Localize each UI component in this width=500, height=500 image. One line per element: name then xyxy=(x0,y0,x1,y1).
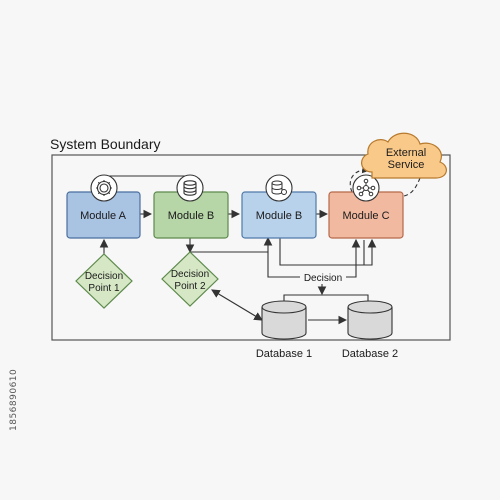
module-a-label: Module A xyxy=(80,210,127,222)
decision-point-2-line1: Decision xyxy=(171,269,209,280)
stock-id-label: 1856890610 xyxy=(9,368,19,431)
decision-point-2-line2: Point 2 xyxy=(174,281,206,292)
database-1-label: Database 1 xyxy=(256,348,312,360)
external-service[interactable]: External Service xyxy=(361,132,447,179)
system-boundary-frame xyxy=(51,154,451,341)
svg-text:Decision: Decision xyxy=(304,273,342,284)
module-c-label: Module C xyxy=(342,210,389,222)
database-settings-icon xyxy=(265,174,293,202)
database-2-label: Database 2 xyxy=(342,348,398,360)
database-icon xyxy=(176,174,204,202)
module-b-second-label: Module B xyxy=(256,210,302,222)
decision-point-1[interactable]: Decision Point 1 xyxy=(75,253,133,309)
decision-point-1-line2: Point 1 xyxy=(88,283,120,294)
module-b-label: Module B xyxy=(168,210,214,222)
network-icon xyxy=(352,174,380,202)
database-2[interactable]: Database 2 xyxy=(342,300,398,360)
external-service-line1: External xyxy=(386,147,426,159)
external-service-line2: Service xyxy=(388,159,425,171)
decision-point-1-line1: Decision xyxy=(85,271,123,282)
module-b[interactable]: Module B xyxy=(153,191,229,239)
module-c[interactable]: Module C xyxy=(328,191,404,239)
decision-connector-label: Decision xyxy=(300,270,346,284)
database-1[interactable]: Database 1 xyxy=(256,300,312,360)
decision-point-2[interactable]: Decision Point 2 xyxy=(161,251,219,307)
system-boundary-title: System Boundary xyxy=(50,136,161,152)
gear-icon xyxy=(90,174,118,202)
